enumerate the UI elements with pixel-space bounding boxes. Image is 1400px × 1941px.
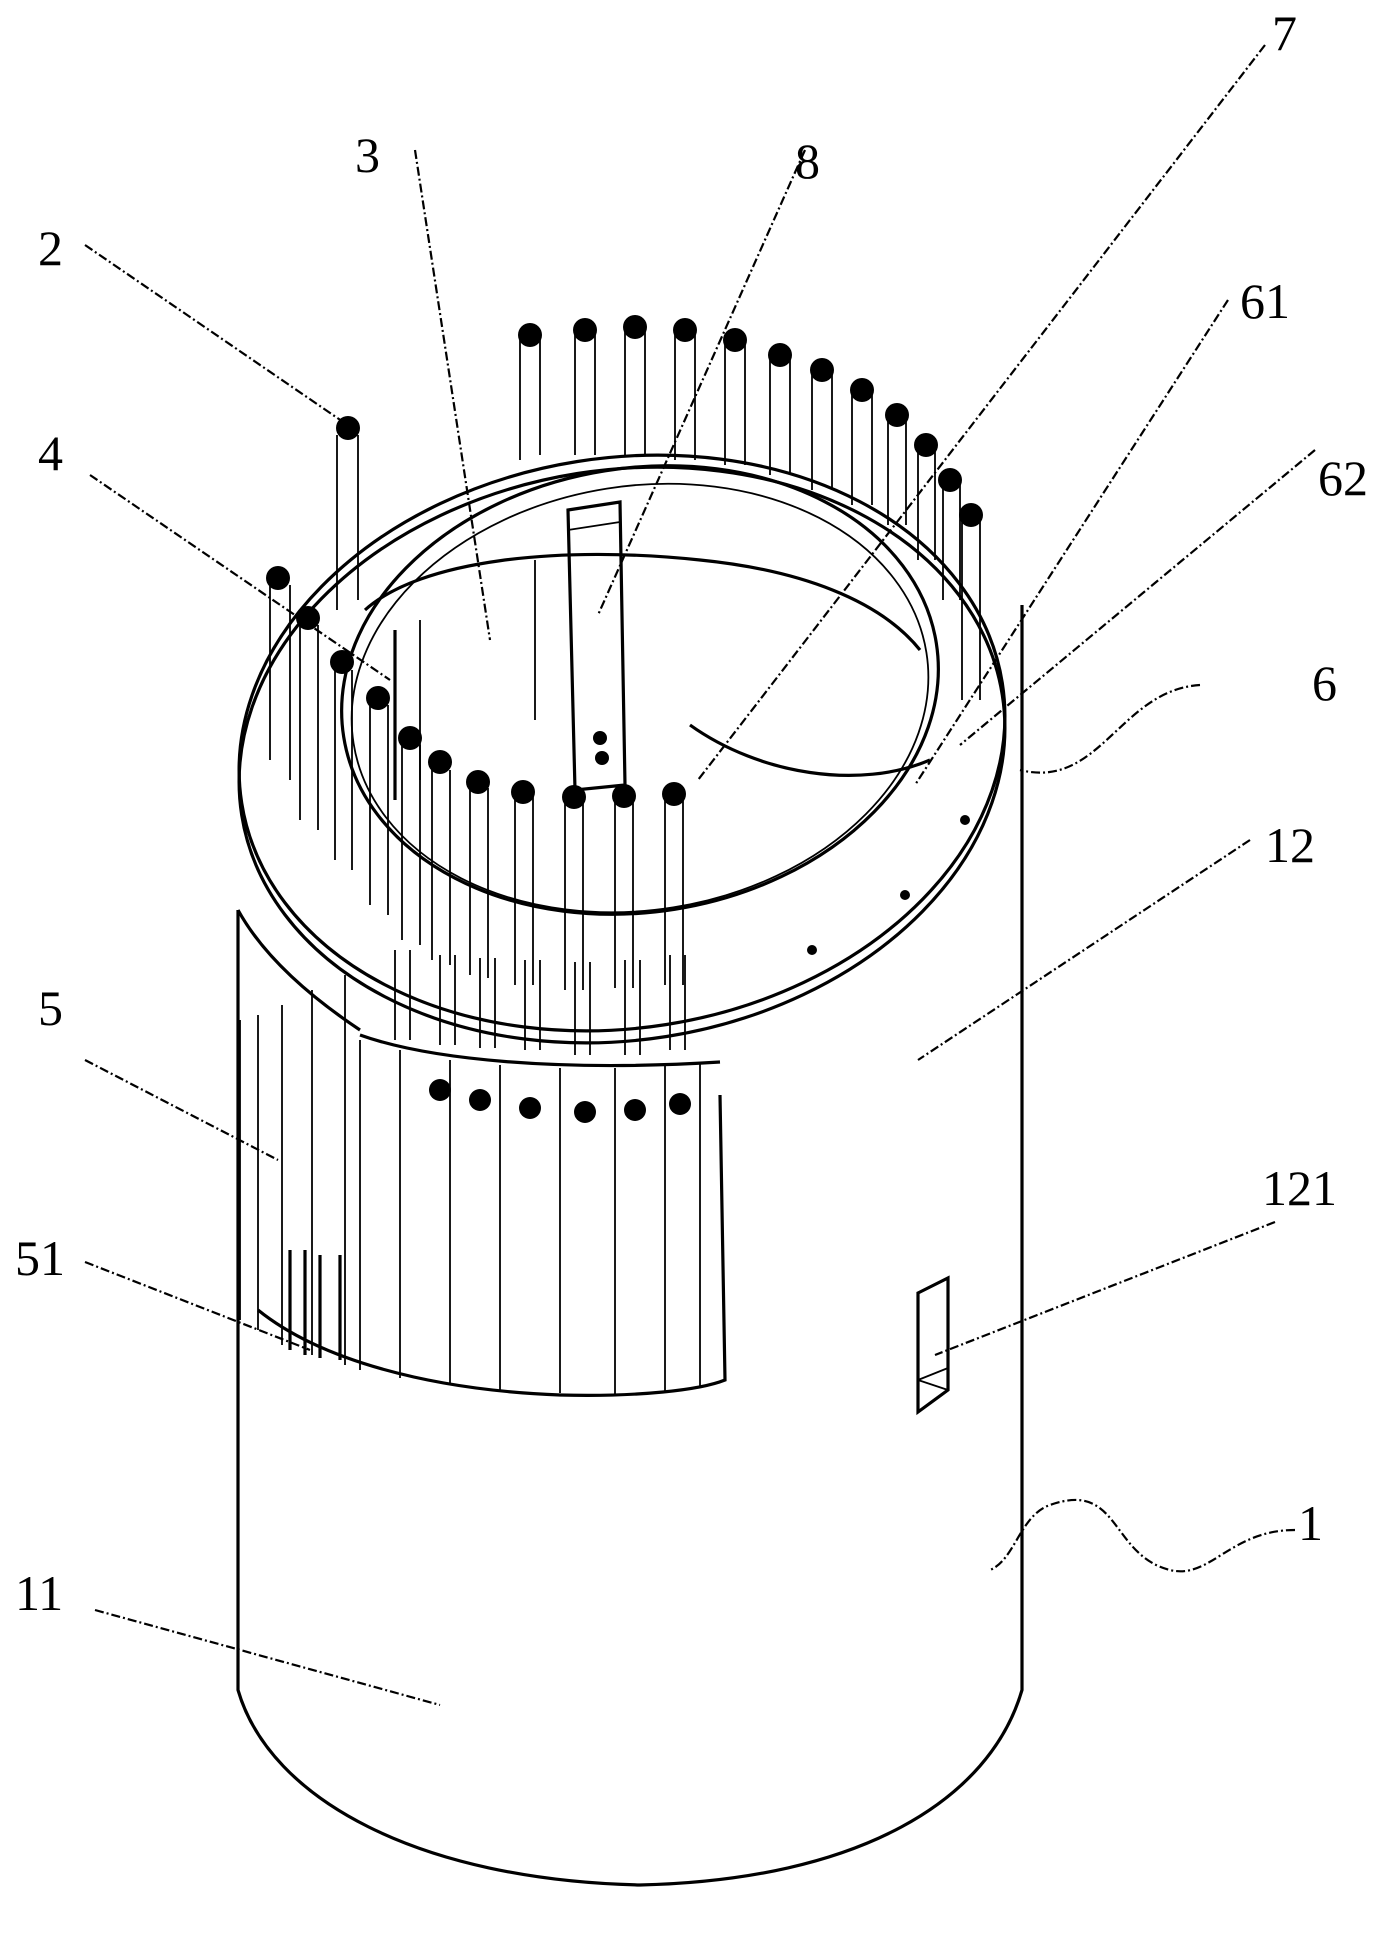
label-7: 7: [1272, 5, 1297, 61]
label-11: 11: [15, 1565, 63, 1621]
leader-62: [959, 449, 1316, 746]
leader-5: [84, 1059, 279, 1161]
leader-11: [94, 1608, 441, 1707]
part-labels: 2 3 8 7 61 4 62 6 12 5 121 51 1 11: [15, 5, 1368, 1621]
leader-3: [413, 149, 492, 641]
label-121: 121: [1262, 1160, 1337, 1216]
leader-12: [917, 839, 1251, 1061]
label-1: 1: [1298, 1495, 1323, 1551]
label-3: 3: [355, 127, 380, 183]
label-12: 12: [1265, 817, 1315, 873]
top-flange: [237, 453, 1007, 1045]
label-8: 8: [795, 133, 820, 189]
label-5: 5: [38, 980, 63, 1036]
exposed-bars: [239, 975, 721, 1394]
leader-2: [84, 244, 353, 429]
label-62: 62: [1318, 450, 1368, 506]
label-2: 2: [38, 220, 63, 276]
leader-lines: [84, 44, 1316, 1707]
leader-7: [697, 44, 1266, 781]
leader-121: [934, 1220, 1276, 1357]
lower-pins: [394, 950, 691, 1123]
leader-51: [84, 1260, 311, 1352]
leader-4: [89, 474, 391, 681]
label-51: 51: [15, 1230, 65, 1286]
upright-pins: [266, 315, 983, 990]
leader-6: [1019, 683, 1201, 774]
label-4: 4: [38, 425, 63, 481]
leader-61: [914, 299, 1229, 786]
label-61: 61: [1240, 273, 1290, 329]
leader-1: [989, 1498, 1296, 1573]
label-6: 6: [1312, 655, 1337, 711]
